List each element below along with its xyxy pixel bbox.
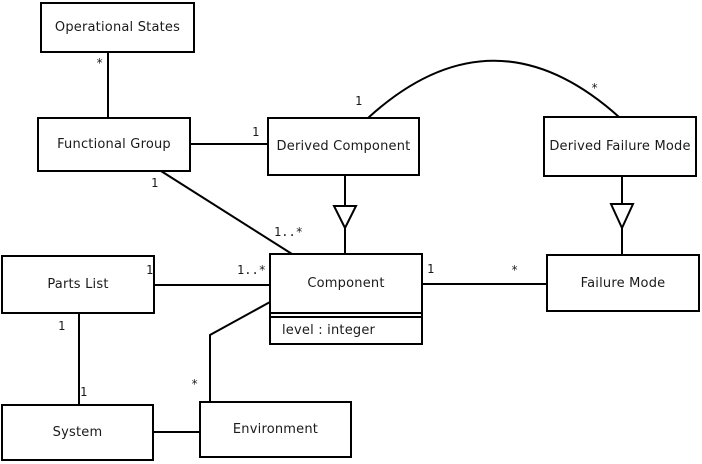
class-box-system[interactable]: System [1,404,154,461]
class-box-operational-states[interactable]: Operational States [40,2,195,53]
class-name-compartment: Component [271,255,421,314]
multiplicity-label: * [96,56,104,70]
class-name: Derived Component [276,139,411,154]
class-name: Functional Group [57,137,171,152]
multiplicity-label: 1 [252,125,260,139]
multiplicity-label: 1 [58,319,66,333]
class-box-environment[interactable]: Environment [199,401,352,458]
multiplicity-label: 1 [80,385,88,399]
association-component-environment [209,301,271,402]
multiplicity-label: * [191,377,199,391]
class-attribute-compartment: level : integer [271,316,421,343]
multiplicity-label: 1 [355,94,363,108]
class-name: Environment [232,422,319,437]
class-name: Operational States [54,20,181,35]
class-name: Parts List [47,277,109,292]
multiplicity-label: 1 [427,262,435,276]
multiplicity-label: 1 [151,176,159,190]
class-box-functional-group[interactable]: Functional Group [37,117,191,172]
multiplicity-label: 1..* [237,263,266,277]
multiplicity-label: * [591,81,599,95]
class-name: Derived Failure Mode [549,139,691,154]
class-box-derived-failure-mode[interactable]: Derived Failure Mode [543,116,697,177]
multiplicity-label: 1..* [274,225,303,239]
class-box-failure-mode[interactable]: Failure Mode [546,254,700,312]
class-box-derived-component[interactable]: Derived Component [267,117,420,176]
class-name: Component [307,276,385,291]
class-name: System [52,425,103,440]
class-attribute: level : integer [282,323,376,338]
generalization-arrow-icon [609,203,635,231]
multiplicity-label: * [511,263,519,277]
class-box-parts-list[interactable]: Parts List [1,255,155,314]
generalization-arrow-icon [332,205,358,231]
class-name: Failure Mode [580,275,666,291]
multiplicity-label: 1 [146,263,154,277]
class-box-component[interactable]: Component level : integer [269,253,423,345]
association-functionalgroup-component [160,170,293,255]
association-derivedcomponent-derivedfailuremode [367,59,620,119]
